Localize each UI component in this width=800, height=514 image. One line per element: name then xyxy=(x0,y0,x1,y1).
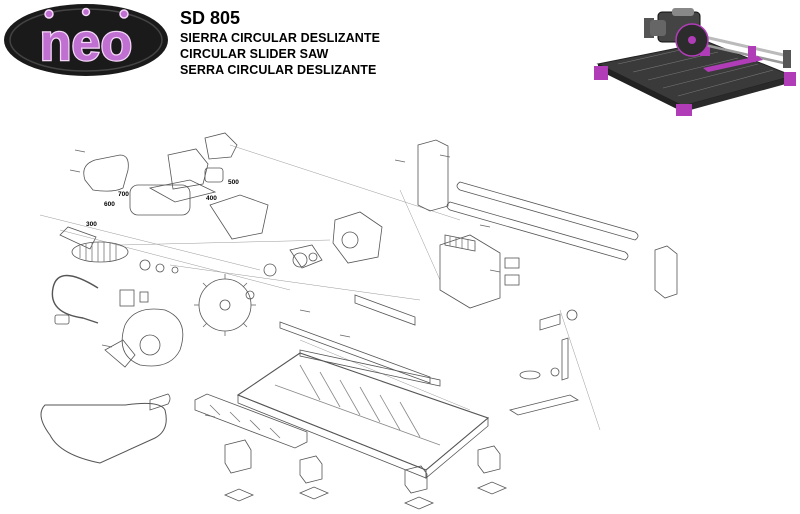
lower-guard xyxy=(104,339,136,368)
foot-pad-1 xyxy=(223,488,255,502)
foot-pad-4 xyxy=(476,481,508,495)
cutting-guide xyxy=(299,349,441,387)
blade-guard xyxy=(121,308,184,367)
model-number: SD 805 xyxy=(180,8,241,28)
plug xyxy=(54,314,70,325)
miter-guide xyxy=(508,394,580,416)
rack xyxy=(444,234,476,252)
subtitle-pt: SERRA CIRCULAR DESLIZANTE xyxy=(180,63,377,77)
neo-logo: neo xyxy=(4,4,168,76)
rail-end-block xyxy=(654,245,678,299)
slide-rail-lower xyxy=(446,201,629,261)
motor-stator xyxy=(148,179,217,203)
logo-wordmark: neo xyxy=(40,14,132,72)
brush-holder xyxy=(59,226,97,250)
armature xyxy=(209,194,269,240)
carriage-block xyxy=(417,139,449,212)
motor-end-cap xyxy=(83,154,129,192)
upper-housing xyxy=(167,148,209,190)
washer xyxy=(519,370,541,380)
dimension-label: 500 xyxy=(228,179,239,186)
motor-housing xyxy=(129,184,191,216)
blade-teeth xyxy=(194,274,256,336)
product-image xyxy=(594,8,796,116)
subtitle-es: SIERRA CIRCULAR DESLIZANTE xyxy=(180,31,381,45)
foot-4 xyxy=(477,445,501,474)
title-block: SD 805 SIERRA CIRCULAR DESLIZANTE CIRCUL… xyxy=(180,8,380,78)
switch-housing xyxy=(204,132,238,160)
foot-1 xyxy=(224,439,252,474)
dust-bag xyxy=(40,402,167,464)
power-cord xyxy=(51,274,99,324)
guide-channel xyxy=(354,294,416,326)
slide-rail-upper xyxy=(456,181,639,241)
foot-2 xyxy=(299,455,323,484)
foot-pad-2 xyxy=(298,486,330,500)
handle-grip xyxy=(71,241,129,263)
gearbox-housing xyxy=(332,211,383,264)
switch xyxy=(204,167,224,183)
dimension-label: 600 xyxy=(104,201,115,208)
hardware-items xyxy=(119,252,318,307)
carriage-bracket xyxy=(439,234,501,309)
grip-ribs xyxy=(79,242,117,262)
table-slots xyxy=(274,364,441,446)
lock-knob xyxy=(561,337,569,381)
subtitle-en: CIRCULAR SLIDER SAW xyxy=(180,47,329,61)
rack-teeth xyxy=(449,236,469,250)
angle-bracket xyxy=(539,313,561,331)
side-extension xyxy=(194,393,308,449)
dimension-label: 300 xyxy=(86,221,97,228)
fence-bar xyxy=(279,321,431,384)
dimension-label: 400 xyxy=(206,195,217,202)
foot-3 xyxy=(404,465,428,494)
screws xyxy=(69,149,501,418)
foot-pad-3 xyxy=(403,496,435,510)
dimension-label: 700 xyxy=(118,191,129,198)
exploded-parts-diagram: 700 600 500 400 300 xyxy=(39,132,678,510)
gear-plate xyxy=(289,244,323,269)
